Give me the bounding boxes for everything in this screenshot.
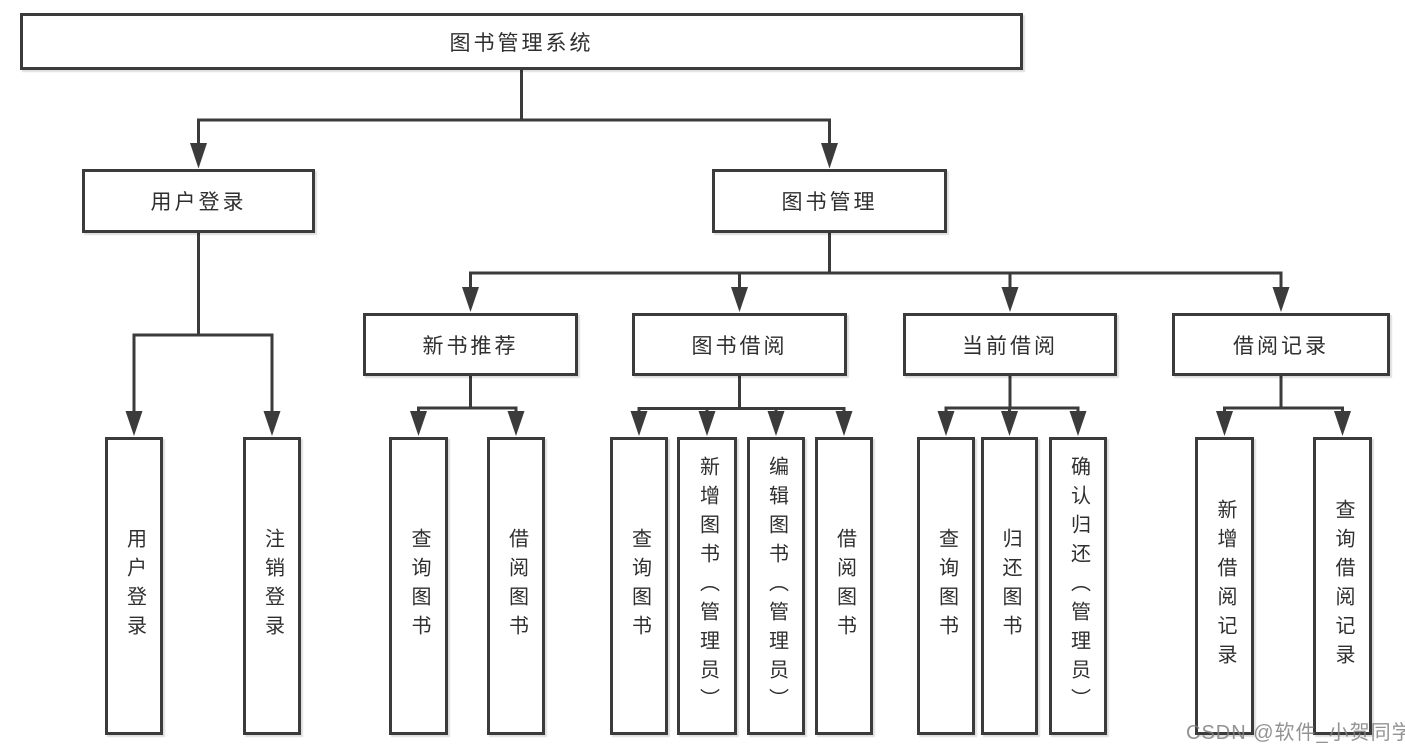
node-leaf-confirm-return-admin: 确认归还（管理员） [1049,437,1107,735]
arrow-to-leaf-user-login [125,411,143,436]
node-leaf-query-borrow-record: 查询借阅记录 [1313,437,1372,735]
node-label: 查询图书 [408,528,430,644]
node-leaf-add-borrow-record: 新增借阅记录 [1195,437,1254,735]
node-book-borrowing: 图书借阅 [632,313,847,376]
node-label: 用户登录 [150,191,247,214]
arrow-to-book-borrow [731,287,748,312]
node-borrowing-records: 借阅记录 [1172,313,1390,376]
connector-current-to-leaves [944,375,1080,420]
node-book-management: 图书管理 [712,169,947,233]
node-label: 当前借阅 [962,334,1058,358]
arrow-to-borrow-records [1272,287,1290,312]
arrow-to-new-book-rec [462,287,479,312]
node-label: 借阅记录 [1233,334,1329,358]
connector-records-to-leaves [1223,375,1344,420]
node-leaf-borrow-book-2: 借阅图书 [815,437,873,735]
csdn-watermark: CSDN @软件_小贺同学 [1186,722,1405,744]
node-leaf-user-login: 用户登录 [105,437,163,735]
node-label: 查询图书 [935,528,958,644]
connector-borrow-to-leaves [637,375,846,420]
arrow-to-leaf-return-book [1001,411,1018,436]
arrow-to-leaf-add-record [1216,411,1233,436]
node-label: 新增借阅记录 [1214,499,1236,673]
arrow-to-book-mgmt [821,143,838,169]
node-leaf-add-book-admin: 新增图书（管理员） [677,437,737,735]
node-label: 查询图书 [628,528,651,644]
node-label: 借阅图书 [833,528,856,644]
node-label: 确认归还（管理员） [1067,455,1090,717]
arrow-to-leaf-borrow-book-2 [835,411,853,436]
node-library-management-system: 图书管理系统 [20,13,1023,70]
node-leaf-query-book-2: 查询图书 [610,437,668,735]
connector-root-to-level2 [197,69,831,150]
arrow-to-leaf-edit-book [767,411,785,436]
arrow-to-leaf-query-book-2 [630,411,648,436]
arrow-to-current-borrow [1001,287,1019,312]
node-label: 图书管理 [781,191,878,214]
arrow-to-leaf-borrow-book-1 [507,411,525,436]
node-leaf-edit-book-admin: 编辑图书（管理员） [747,437,805,735]
node-leaf-query-book-3: 查询图书 [917,437,975,735]
node-new-book-recommend: 新书推荐 [363,313,578,376]
node-label: 新增图书（管理员） [696,455,719,717]
node-label: 图书管理系统 [449,31,594,55]
node-current-borrowing: 当前借阅 [903,313,1117,376]
connector-newbook-to-leaves [417,375,518,420]
arrow-to-leaf-query-book-3 [937,411,955,436]
node-user-login: 用户登录 [82,169,315,233]
node-label: 注销登录 [261,528,284,644]
connector-bookmgmt-to-level3 [469,232,1283,296]
arrow-to-leaf-logout [263,411,281,436]
node-leaf-return-book: 归还图书 [981,437,1038,735]
arrow-to-leaf-add-book [698,411,716,436]
arrow-to-user-login [190,143,207,169]
node-leaf-borrow-book-1: 借阅图书 [487,437,545,735]
node-label: 查询借阅记录 [1332,499,1354,673]
node-label: 借阅图书 [505,528,528,644]
connector-userlogin-to-leaves [132,232,274,420]
node-label: 图书借阅 [691,334,788,358]
node-label: 新书推荐 [422,334,519,358]
arrow-to-leaf-query-book-1 [410,411,427,436]
node-label: 归还图书 [999,528,1021,644]
node-leaf-logout: 注销登录 [243,437,301,735]
node-label: 用户登录 [123,528,146,644]
arrow-to-leaf-confirm-return [1069,411,1087,436]
node-label: 编辑图书（管理员） [765,455,788,717]
arrow-to-leaf-query-record [1334,411,1351,436]
node-leaf-query-book-1: 查询图书 [389,437,448,735]
